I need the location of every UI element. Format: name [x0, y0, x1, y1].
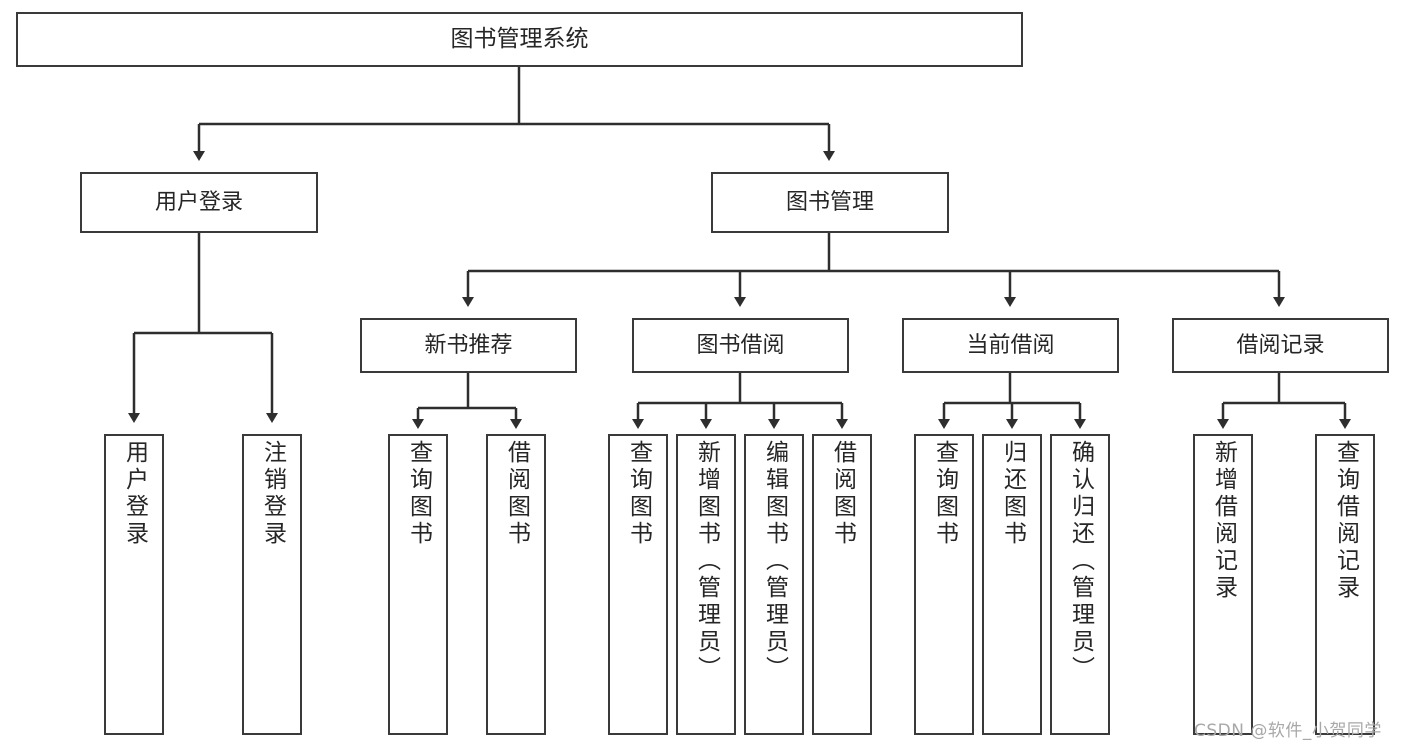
node-current-borrow[interactable]: 当前借阅 — [902, 318, 1119, 373]
node-book-borrow-label: 图书借阅 — [696, 332, 785, 358]
node-leaf-query-book-3[interactable]: 查询图书 — [914, 434, 974, 735]
node-leaf-add-book-label: 新增图书（管理员） — [693, 440, 720, 683]
node-leaf-borrow-book-1[interactable]: 借阅图书 — [486, 434, 546, 735]
node-leaf-query-book-2[interactable]: 查询图书 — [608, 434, 668, 735]
node-leaf-user-login-label: 用户登录 — [121, 440, 148, 548]
node-leaf-logout-label: 注销登录 — [259, 440, 286, 548]
node-new-book-rec-label: 新书推荐 — [424, 332, 513, 358]
node-user-login[interactable]: 用户登录 — [80, 172, 318, 233]
node-leaf-edit-book-label: 编辑图书（管理员） — [761, 440, 788, 683]
node-leaf-borrow-book-2[interactable]: 借阅图书 — [812, 434, 872, 735]
node-leaf-add-book[interactable]: 新增图书（管理员） — [676, 434, 736, 735]
node-book-manage[interactable]: 图书管理 — [711, 172, 949, 233]
node-leaf-query-record-label: 查询借阅记录 — [1332, 440, 1359, 602]
node-leaf-edit-book[interactable]: 编辑图书（管理员） — [744, 434, 804, 735]
node-leaf-return-book[interactable]: 归还图书 — [982, 434, 1042, 735]
node-new-book-rec[interactable]: 新书推荐 — [360, 318, 577, 373]
node-leaf-confirm-return[interactable]: 确认归还（管理员） — [1050, 434, 1110, 735]
node-user-login-label: 用户登录 — [154, 189, 243, 215]
node-leaf-query-record[interactable]: 查询借阅记录 — [1315, 434, 1375, 735]
node-current-borrow-label: 当前借阅 — [966, 332, 1055, 358]
node-leaf-borrow-book-2-label: 借阅图书 — [829, 440, 856, 548]
node-borrow-record[interactable]: 借阅记录 — [1172, 318, 1389, 373]
node-leaf-add-record-label: 新增借阅记录 — [1210, 440, 1237, 602]
node-book-manage-label: 图书管理 — [785, 189, 874, 215]
node-leaf-borrow-book-1-label: 借阅图书 — [503, 440, 530, 548]
node-leaf-add-record[interactable]: 新增借阅记录 — [1193, 434, 1253, 735]
node-book-borrow[interactable]: 图书借阅 — [632, 318, 849, 373]
node-leaf-user-login[interactable]: 用户登录 — [104, 434, 164, 735]
node-leaf-query-book-2-label: 查询图书 — [625, 440, 652, 548]
node-leaf-return-book-label: 归还图书 — [999, 440, 1026, 548]
node-leaf-query-book-1-label: 查询图书 — [405, 440, 432, 548]
node-root[interactable]: 图书管理系统 — [16, 12, 1023, 67]
node-borrow-record-label: 借阅记录 — [1236, 332, 1325, 358]
node-root-label: 图书管理系统 — [450, 26, 589, 53]
node-leaf-logout[interactable]: 注销登录 — [242, 434, 302, 735]
watermark-text: CSDN @软件_小贺同学 — [1194, 721, 1382, 741]
node-leaf-query-book-1[interactable]: 查询图书 — [388, 434, 448, 735]
node-leaf-query-book-3-label: 查询图书 — [931, 440, 958, 548]
node-leaf-confirm-return-label: 确认归还（管理员） — [1067, 440, 1094, 683]
